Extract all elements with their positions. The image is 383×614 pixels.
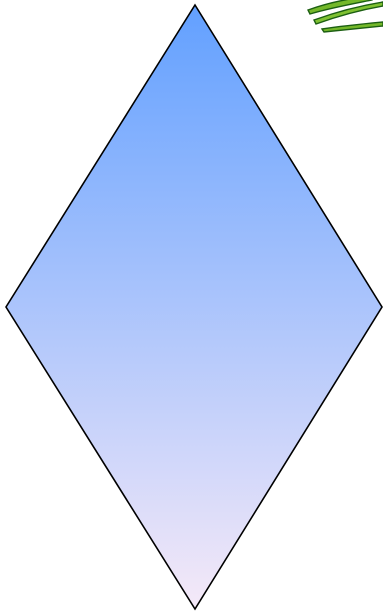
leaf-stroke-3: [322, 22, 383, 32]
diamond-shape: [6, 5, 382, 609]
leaf-shape: [308, 0, 383, 32]
